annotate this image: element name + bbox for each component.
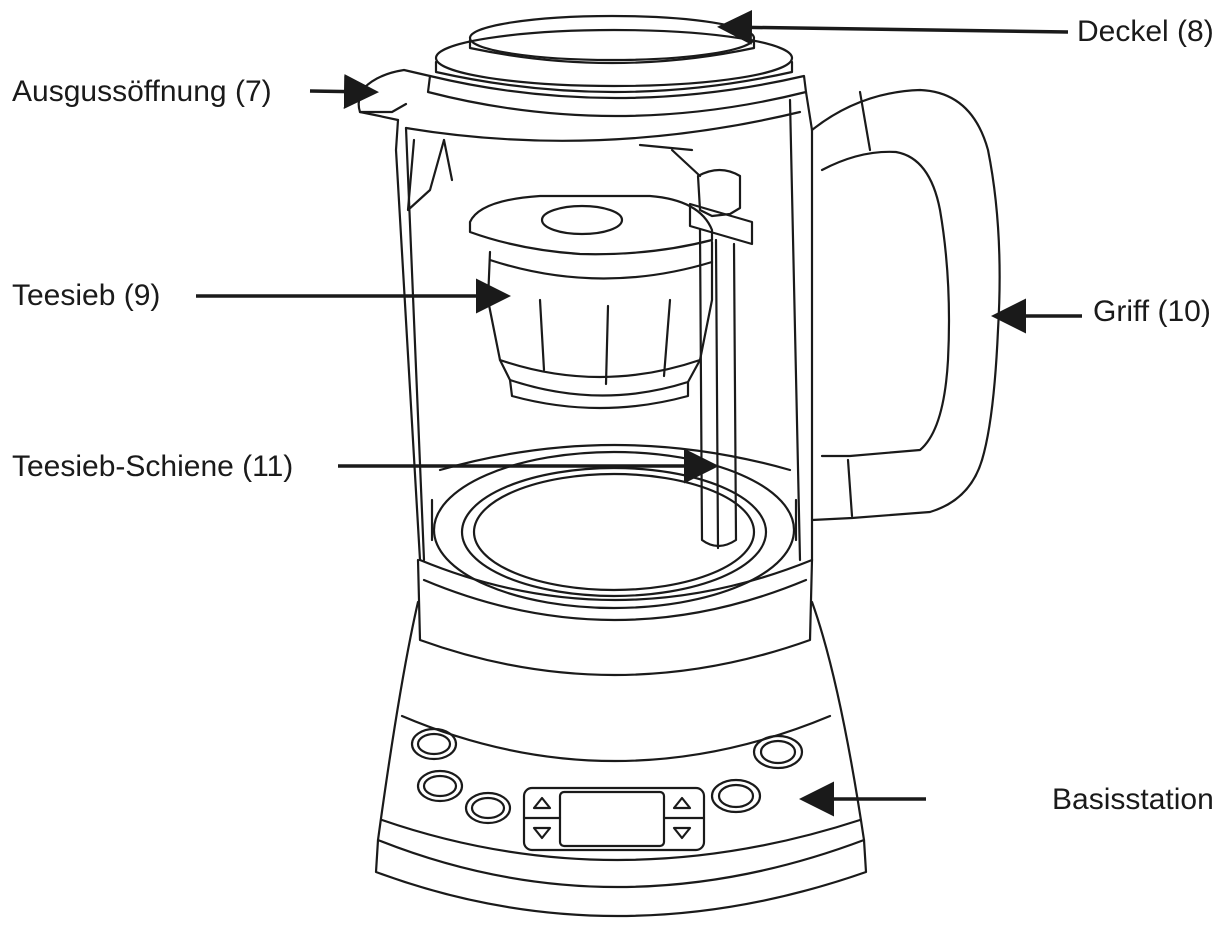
label-base: Basisstation bbox=[1052, 783, 1214, 816]
button-left-bottom bbox=[464, 791, 512, 825]
arrow-lid bbox=[717, 9, 1069, 45]
strainer-rail bbox=[638, 143, 754, 550]
label-rail: Teesieb-Schiene (11) bbox=[12, 450, 294, 483]
button-left-top bbox=[410, 727, 458, 761]
spout bbox=[357, 68, 432, 122]
glass-jug bbox=[394, 90, 814, 677]
tea-strainer bbox=[468, 194, 714, 410]
arrow-up-icon bbox=[672, 796, 692, 810]
arrow-down-icon bbox=[532, 826, 552, 840]
control-panel bbox=[410, 727, 804, 852]
label-strainer: Teesieb (9) bbox=[12, 279, 161, 312]
label-lid: Deckel (8) bbox=[1077, 15, 1214, 48]
button-right-top bbox=[752, 734, 804, 770]
arrow-spout bbox=[309, 74, 379, 110]
label-spout: Ausgussöffnung (7) bbox=[12, 75, 272, 108]
lid bbox=[426, 14, 808, 118]
button-left-middle bbox=[416, 769, 464, 803]
button-right-bottom bbox=[710, 778, 762, 814]
label-handle: Griff (10) bbox=[1093, 295, 1211, 328]
handle bbox=[810, 88, 1001, 522]
display bbox=[522, 786, 706, 852]
arrow-down-icon bbox=[672, 826, 692, 840]
arrow-up-icon bbox=[532, 796, 552, 810]
